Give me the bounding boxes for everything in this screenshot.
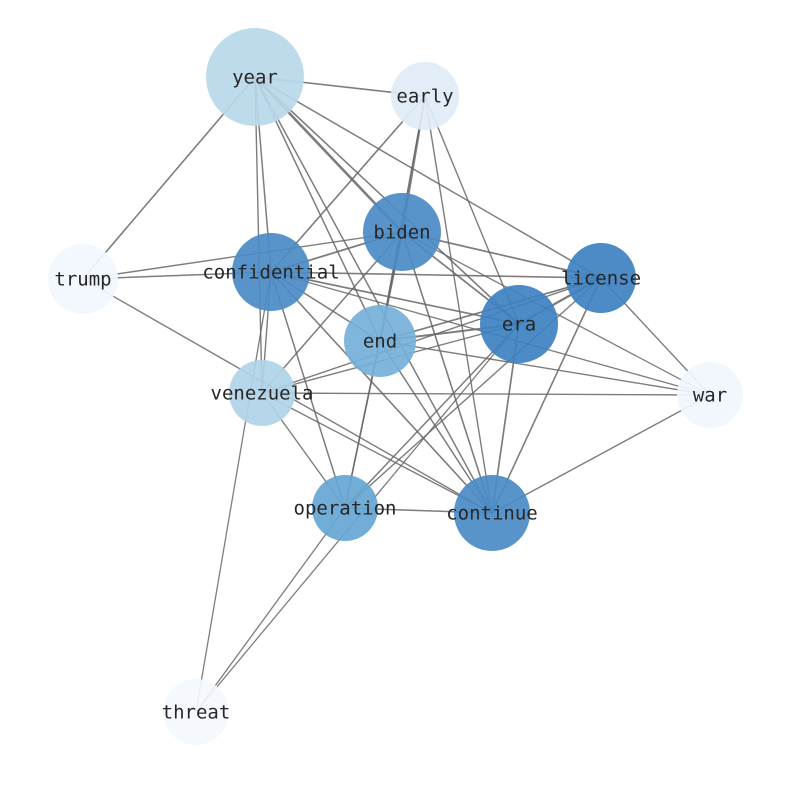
graph-node-label-year: year [232,67,278,89]
graph-node-label-war: war [693,385,727,407]
graph-node-label-venezuela: venezuela [211,383,314,405]
graph-edge [344,277,602,509]
graph-node-early[interactable] [391,62,459,130]
graph-node-label-early: early [396,86,453,108]
node-layer [48,28,743,745]
graph-edge [270,271,520,325]
graph-edge [254,76,493,514]
graph-edge [254,76,602,279]
graph-edge [195,507,346,713]
graph-edge [379,340,711,396]
graph-node-label-era: era [502,314,536,336]
graph-node-label-license: license [561,268,641,290]
graph-edge [270,271,493,514]
graph-edge [270,271,602,279]
graph-edge [261,392,493,514]
graph-node-label-trump: trump [54,269,111,291]
graph-edge [491,394,711,514]
graph-node-label-threat: threat [162,702,231,724]
graph-node-label-end: end [363,331,397,353]
graph-node-threat[interactable] [163,679,229,745]
graph-node-trump[interactable] [48,244,118,314]
graph-edge [491,277,602,514]
graph-edge [344,323,520,509]
graph-node-continue[interactable] [454,475,530,551]
graph-node-label-continue: continue [446,503,538,525]
graph-edge [195,271,272,713]
graph-edge [424,95,493,514]
graph-node-era[interactable] [480,285,558,363]
label-layer: year early biden confidential license trump er… [54,67,727,724]
graph-node-operation[interactable] [312,475,378,541]
graph-node-war[interactable] [677,362,743,428]
graph-edge [401,231,493,514]
graph-node-year[interactable] [206,28,304,126]
graph-edge [261,392,711,396]
graph-node-biden[interactable] [363,193,441,271]
graph-node-venezuela[interactable] [229,360,295,426]
graph-node-label-biden: biden [373,222,430,244]
graph-node-confidential[interactable] [232,233,310,311]
graph-node-label-operation: operation [294,498,397,520]
graph-edge [270,271,346,509]
graph-edge [254,76,263,394]
graph-node-end[interactable] [344,305,416,377]
graph-node-label-confidential: confidential [202,262,339,284]
graph-node-license[interactable] [566,243,636,313]
